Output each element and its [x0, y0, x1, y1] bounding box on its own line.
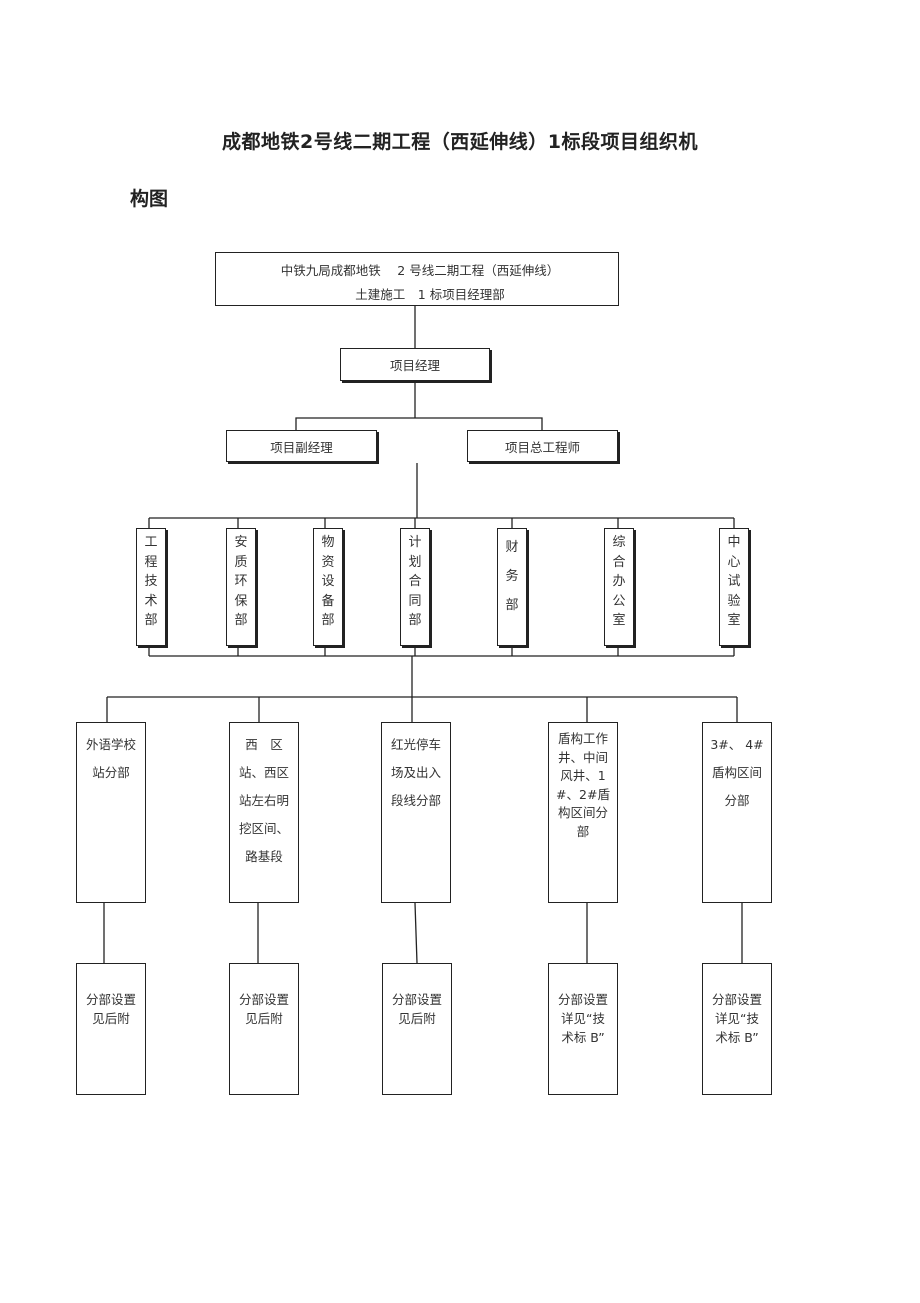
department-label: 工程技术部 [144, 535, 158, 628]
department-label: 安质环保部 [234, 535, 248, 628]
branch-label: 3#、 4#盾构区间分部 [710, 737, 764, 808]
department-label: 财 务部 [505, 540, 532, 613]
leaf-box-4: 分部设置详见“技术标 B” [548, 963, 618, 1095]
branch-box-5: 3#、 4#盾构区间分部 [702, 722, 772, 903]
root-box: 中铁九局成都地铁 2 号线二期工程（西延伸线） 土建施工 1 标项目经理部 [215, 252, 619, 306]
branch-label: 外语学校站分部 [85, 737, 136, 780]
branch-label: 西 区站、西区站左右明挖区间、路基段 [238, 737, 289, 864]
connector-deputies-bracket [295, 417, 543, 430]
root-line-1: 中铁九局成都地铁 2 号线二期工程（西延伸线） [280, 263, 560, 278]
branch-box-1: 外语学校站分部 [76, 722, 146, 903]
leaf-box-1: 分部设置见后附 [76, 963, 146, 1095]
leaf-box-3: 分部设置见后附 [382, 963, 452, 1095]
chart-title: 成都地铁2号线二期工程（西延伸线）1标段项目组织机 [222, 131, 698, 153]
branch-label: 红光停车场及出入段线分部 [390, 737, 441, 808]
department-label: 中心试验室 [727, 535, 741, 628]
connector-branch-leaf-3 [414, 902, 418, 964]
deputy-manager-box: 项目副经理 [226, 430, 377, 462]
branch-box-3: 红光停车场及出入段线分部 [381, 722, 451, 903]
department-box-office: 综合办公室 [604, 528, 634, 646]
department-box-planning: 计划合同部 [400, 528, 430, 646]
deputy-manager-label: 项目副经理 [270, 439, 333, 455]
leaf-label: 分部设置详见“技术标 B” [557, 992, 608, 1045]
manager-box: 项目经理 [340, 348, 490, 381]
leaf-label: 分部设置详见“技术标 B” [711, 992, 762, 1045]
branch-box-2: 西 区站、西区站左右明挖区间、路基段 [229, 722, 299, 903]
leaf-label: 分部设置见后附 [238, 992, 289, 1026]
chart-title-continuation: 构图 [130, 188, 169, 210]
leaf-label: 分部设置见后附 [391, 992, 442, 1026]
department-box-safety: 安质环保部 [226, 528, 256, 646]
department-label: 物资设备部 [321, 535, 335, 628]
department-box-engineering: 工程技术部 [136, 528, 166, 646]
branch-box-4: 盾构工作井、中间风井、1#、2#盾构区间分部 [548, 722, 618, 903]
department-label: 综合办公室 [612, 535, 626, 628]
leaf-box-5: 分部设置详见“技术标 B” [702, 963, 772, 1095]
chief-engineer-box: 项目总工程师 [467, 430, 618, 462]
department-box-finance: 财 务部 [497, 528, 532, 646]
manager-label: 项目经理 [389, 358, 440, 373]
department-box-lab: 中心试验室 [719, 528, 749, 646]
root-line-2: 土建施工 1 标项目经理部 [355, 287, 505, 302]
department-label: 计划合同部 [408, 535, 422, 628]
department-box-materials: 物资设备部 [313, 528, 343, 646]
chief-engineer-label: 项目总工程师 [504, 439, 580, 455]
leaf-box-2: 分部设置见后附 [229, 963, 299, 1095]
branch-label: 盾构工作井、中间风井、1#、2#盾构区间分部 [556, 731, 610, 839]
leaf-label: 分部设置见后附 [85, 992, 136, 1026]
